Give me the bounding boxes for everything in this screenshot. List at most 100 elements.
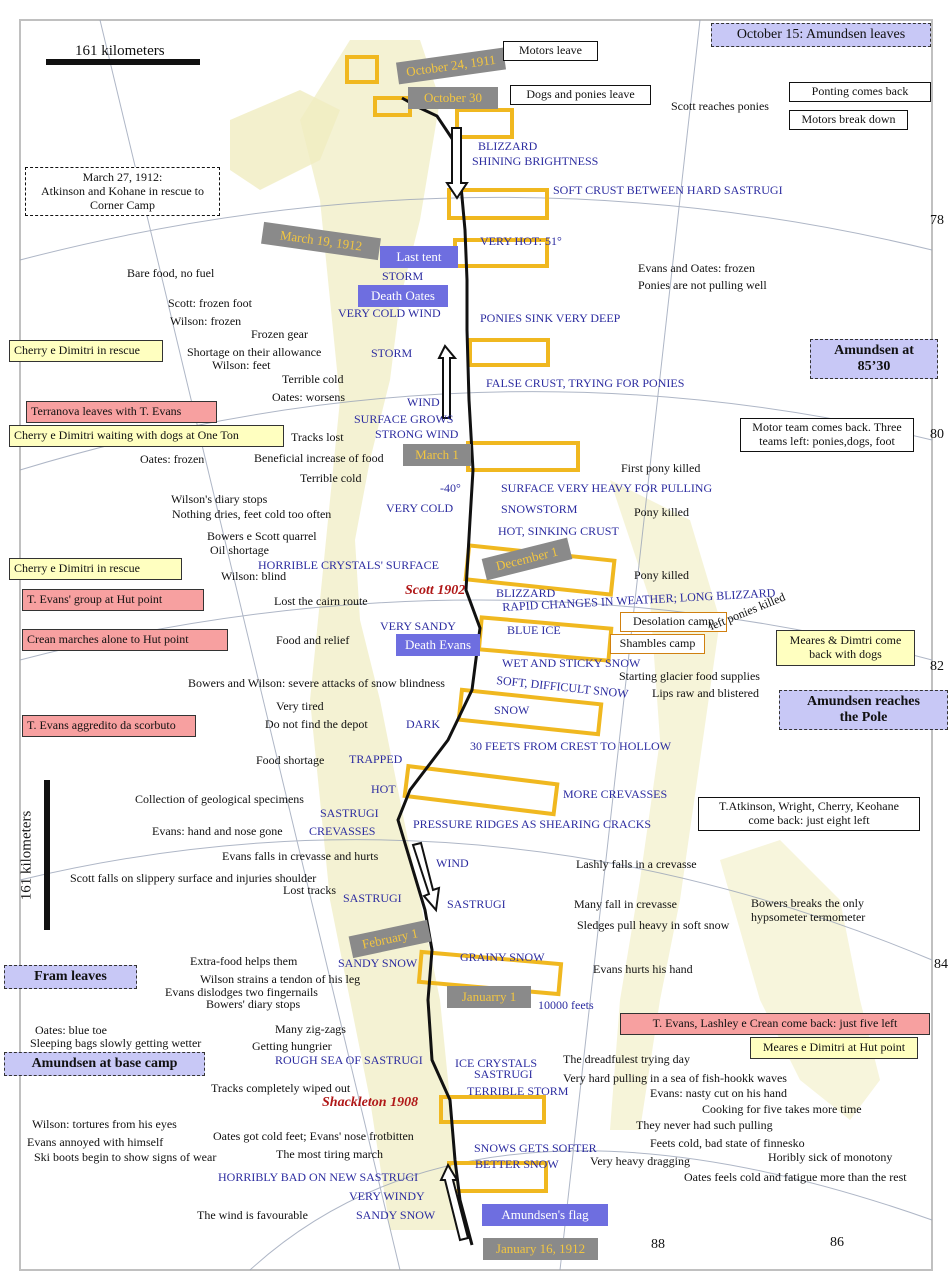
weather-label: SURFACE GROWS	[354, 412, 454, 426]
event-meares-dimtri-back: Meares & Dimtri come back with dogs	[776, 630, 915, 666]
scale-bars	[44, 59, 200, 930]
weather-label: GRAINY SNOW	[460, 950, 545, 964]
weather-label: -40°	[440, 481, 461, 495]
weather-label: HORRIBLE CRYSTALS' SURFACE	[258, 558, 440, 572]
note-label: Very tired	[276, 699, 324, 713]
weather-label: SANDY SNOW	[338, 956, 418, 970]
note-label: Evans: nasty cut on his hand	[650, 1086, 787, 1100]
weather-label: SHINING BRIGHTNESS	[472, 154, 599, 168]
weather-label: VERY SANDY	[380, 619, 456, 633]
weather-label: SASTRUGI	[474, 1067, 533, 1081]
note-label: Cooking for five takes more time	[702, 1102, 862, 1116]
weather-label: SANDY SNOW	[356, 1208, 436, 1222]
latitude-82: 82	[930, 659, 944, 674]
note-label: Food shortage	[256, 753, 325, 767]
note-label: Horibly sick of monotony	[768, 1150, 893, 1164]
event-atkinson-rescue: March 27, 1912: Atkinson and Kohane in r…	[25, 167, 220, 217]
note-label: Pony killed	[634, 505, 690, 519]
note-label: Terrible cold	[282, 372, 344, 386]
weather-label: TRAPPED	[349, 752, 403, 766]
note-label: Terrible cold	[300, 471, 362, 485]
note-label: Lashly falls in a crevasse	[576, 857, 697, 871]
weather-label: TERRIBLE STORM	[467, 1084, 569, 1098]
weather-label: VERY HOT: 51°	[480, 234, 562, 248]
date-oct30: October 30	[408, 87, 498, 109]
note-label: Scott falls on slippery surface and inju…	[70, 871, 317, 885]
weather-label: WIND	[407, 395, 440, 409]
note-label: Wilson strains a tendon of his leg	[200, 972, 361, 986]
weather-label: VERY WINDY	[349, 1189, 425, 1203]
note-label: Evans falls in crevasse and hurts	[222, 849, 379, 863]
note-label: hypsometer termometer	[751, 910, 866, 924]
weather-label: HORRIBLY BAD ON NEW SASTRUGI	[218, 1170, 419, 1184]
note-label: Wilson: feet	[212, 358, 271, 372]
weather-label: SASTRUGI	[343, 891, 402, 905]
event-fram-leaves: Fram leaves	[4, 965, 137, 990]
weather-label: WIND	[436, 856, 469, 870]
event-amundsen-leaves: October 15: Amundsen leaves	[711, 23, 931, 48]
note-label: Nothing dries, feet cold too often	[172, 507, 332, 521]
weather-label: VERY COLD	[386, 501, 454, 515]
glacier-area	[230, 90, 340, 190]
event-motors-break: Motors break down	[789, 110, 908, 130]
weather-label: PONIES SINK VERY DEEP	[480, 311, 621, 325]
note-label: Bowers e Scott quarrel	[207, 529, 317, 543]
note-label: Do not find the depot	[265, 717, 368, 731]
latitude-78: 78	[930, 213, 944, 228]
date-jan1: Januarry 1	[447, 986, 531, 1008]
note-label: Sleeping bags slowly getting wetter	[30, 1036, 202, 1050]
note-label: Bowers breaks the only	[751, 896, 864, 910]
weather-label: DARK	[406, 717, 441, 731]
note-label: Many zig-zags	[275, 1022, 346, 1036]
note-label: Lips raw and blistered	[652, 686, 759, 700]
place-death-oates: Death Oates	[358, 285, 448, 307]
note-label: Oates: blue toe	[35, 1023, 107, 1037]
weather-label: BLUE ICE	[507, 623, 561, 637]
event-dogs-ponies-leave: Dogs and ponies leave	[510, 85, 651, 105]
weather-label: ROUGH SEA OF SASTRUGI	[275, 1053, 423, 1067]
date-jan16: January 16, 1912	[483, 1238, 598, 1260]
weather-label: VERY COLD WIND	[338, 306, 441, 320]
note-label: Feets cold, bad state of finnesko	[650, 1136, 805, 1150]
event-cherry-waiting: Cherry e Dimitri waiting with dogs at On…	[9, 425, 284, 447]
place-last-tent: Last tent	[380, 246, 458, 268]
weather-label: PRESSURE RIDGES AS SHEARING CRACKS	[413, 817, 652, 831]
weather-label: BETTER SNOW	[475, 1157, 559, 1171]
event-cherry-rescue-1: Cherry e Dimitri in rescue	[9, 340, 163, 362]
weather-label: SURFACE VERY HEAVY FOR PULLING	[501, 481, 713, 495]
scale-label-left: 161 kilometers	[18, 810, 35, 901]
event-evans-lashley-back: T. Evans, Lashley e Crean come back: jus…	[620, 1013, 930, 1035]
weather-label: FALSE CRUST, TRYING FOR PONIES	[486, 376, 685, 390]
event-ponting: Ponting comes back	[789, 82, 931, 102]
note-label: Evans: hand and nose gone	[152, 824, 283, 838]
weather-label: CREVASSES	[309, 824, 376, 838]
weather-label: SASTRUGI	[320, 806, 379, 820]
note-label: Lost tracks	[283, 883, 336, 897]
place-shackleton-1908: Shackleton 1908	[322, 1095, 419, 1110]
note-label: Bowers and Wilson: severe attacks of sno…	[188, 676, 445, 690]
note-label: Evans and Oates: frozen	[638, 261, 755, 275]
note-label: Collection of geological specimens	[135, 792, 304, 806]
weather-label: ICE CRYSTALS	[455, 1056, 538, 1070]
place-scott-1902: Scott 1902	[405, 583, 466, 598]
note-label: Shortage on their allowance	[187, 345, 322, 359]
event-motor-team-back: Motor team comes back. Three teams left:…	[740, 418, 914, 452]
note-label: Bare food, no fuel	[127, 266, 215, 280]
note-label: Wilson: tortures from his eyes	[32, 1117, 177, 1131]
latitude-80: 80	[930, 427, 944, 442]
note-label: The dreadfulest trying day	[563, 1052, 690, 1066]
event-evans-scurvy: T. Evans aggredito da scorbuto	[22, 715, 196, 737]
weather-label: STORM	[371, 346, 413, 360]
note-label: First pony killed	[621, 461, 701, 475]
weather-label: SNOWS GETS SOFTER	[474, 1141, 597, 1155]
note-label: Wilson: blind	[221, 569, 287, 583]
note-label: Evans hurts his hand	[593, 962, 693, 976]
event-evans-group-hut: T. Evans' group at Hut point	[22, 589, 204, 611]
note-label: Tracks completely wiped out	[211, 1081, 351, 1095]
event-amundsen-8530: Amundsen at 85’30	[810, 339, 938, 380]
weather-label: BLIZZARD	[478, 139, 538, 153]
weather-label: STORM	[382, 269, 424, 283]
note-label: Scott: frozen foot	[168, 296, 252, 310]
weather-label: SNOW	[494, 703, 530, 717]
